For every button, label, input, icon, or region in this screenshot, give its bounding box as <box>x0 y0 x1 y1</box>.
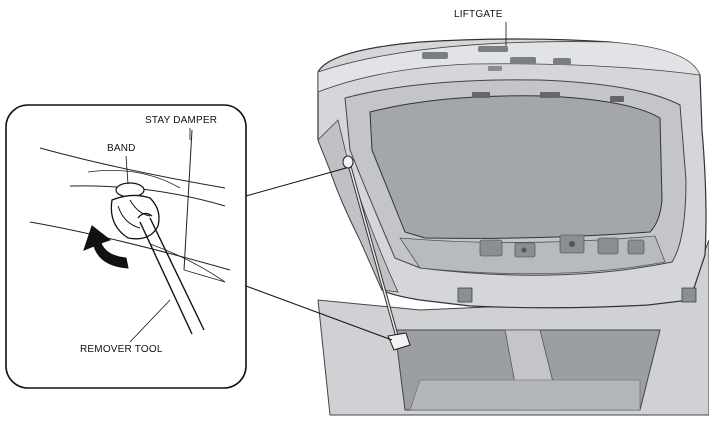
detail-damper-shaft <box>183 129 193 271</box>
liftgate-label: LIFTGATE <box>454 9 503 20</box>
callout-line-bottom <box>245 285 393 341</box>
spoiler-slot <box>478 46 508 52</box>
spoiler-slot <box>553 58 571 65</box>
stay-damper-label: STAY DAMPER <box>145 115 218 126</box>
detail-body-line <box>39 147 226 189</box>
detail-body-line <box>149 243 226 283</box>
bracket-bolt <box>521 247 527 253</box>
liftgate-glass <box>369 95 663 239</box>
band-label: BAND <box>107 143 136 154</box>
leader-remover-tool <box>129 299 171 343</box>
detail-damper-shaft <box>183 269 226 283</box>
top-latch <box>472 92 490 98</box>
hinge <box>457 287 473 303</box>
top-latch <box>610 96 624 102</box>
liftgate <box>317 38 707 309</box>
spoiler-slot <box>422 52 448 59</box>
liftgate-spoiler <box>317 41 701 93</box>
detail-body-line <box>69 185 226 207</box>
spoiler-slot <box>488 66 502 71</box>
lower-brackets <box>479 234 645 258</box>
bracket-bolt <box>569 241 575 247</box>
detail-callout <box>5 104 247 389</box>
callout-line-top <box>245 167 347 197</box>
detail-body-line <box>29 221 231 271</box>
stay-damper-on-vehicle <box>342 155 411 351</box>
damper-bottom-mount <box>387 332 411 351</box>
cargo-floor <box>409 379 641 411</box>
vehicle-rear <box>317 239 709 416</box>
detail-frame <box>5 104 247 389</box>
damper-top-mount <box>342 155 354 169</box>
hinge <box>681 287 697 303</box>
remover-tool <box>137 212 205 335</box>
band-clip <box>110 182 160 240</box>
top-latch <box>540 92 560 98</box>
remover-tool-label: REMOVER TOOL <box>80 344 163 355</box>
spoiler-slot <box>510 57 536 64</box>
leader-band <box>125 155 129 185</box>
detail-body-line <box>87 170 181 189</box>
rotation-arrow-icon <box>83 225 129 269</box>
